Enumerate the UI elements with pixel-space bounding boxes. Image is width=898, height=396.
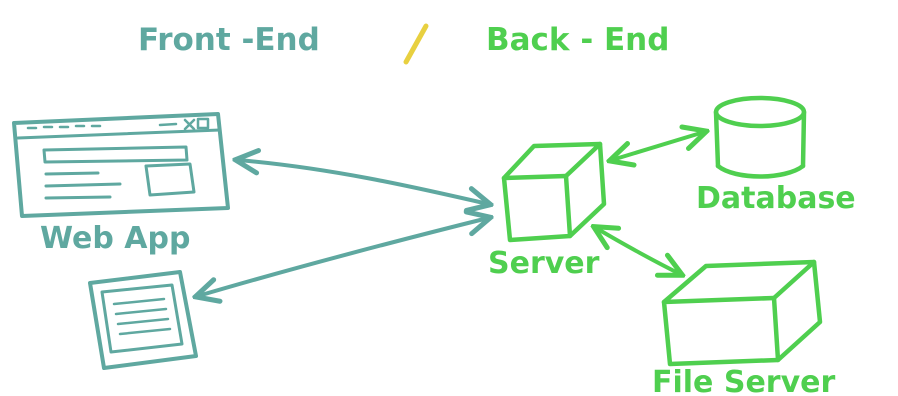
slash-divider: [403, 23, 429, 65]
server-fileserver-arrow: [596, 228, 680, 274]
server-box-icon: [501, 141, 607, 243]
front-end-label: Front -End: [138, 22, 320, 58]
tablet-document-icon: [88, 270, 198, 370]
database-label: Database: [696, 181, 856, 216]
back-end-label: Back - End: [486, 22, 669, 58]
server-label: Server: [488, 246, 600, 281]
web-app-label: Web App: [40, 221, 190, 256]
server-database-arrow: [612, 132, 704, 160]
browser-window-icon: [12, 112, 230, 218]
file-server-box-icon: [661, 259, 823, 367]
webapp-server-arrow: [238, 160, 488, 204]
tablet-server-arrow: [198, 218, 488, 296]
database-cylinder-icon: [713, 95, 807, 179]
file-server-label: File Server: [652, 365, 836, 396]
